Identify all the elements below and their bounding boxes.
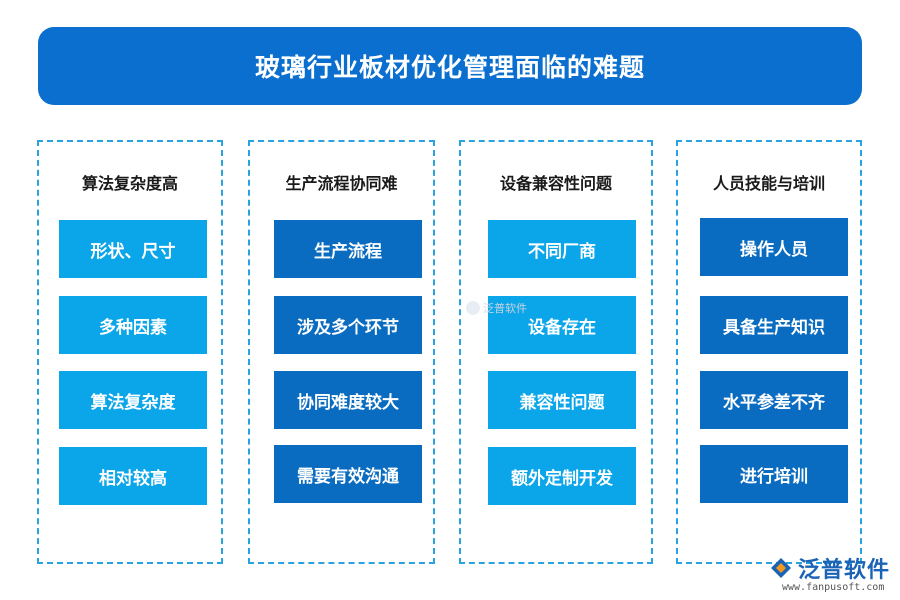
item-box: 水平参差不齐 bbox=[700, 371, 848, 429]
item-box: 生产流程 bbox=[274, 220, 422, 278]
brand-logo: 泛普软件 www.fanpusoft.com bbox=[768, 550, 894, 598]
item-box: 多种因素 bbox=[59, 296, 207, 354]
center-watermark: 泛普软件 bbox=[466, 300, 527, 316]
item-box: 不同厂商 bbox=[488, 220, 636, 278]
brand-url: www.fanpusoft.com bbox=[782, 582, 885, 593]
item-box: 兼容性问题 bbox=[488, 371, 636, 429]
item-box: 操作人员 bbox=[700, 218, 848, 276]
page-title: 玻璃行业板材优化管理面临的难题 bbox=[254, 53, 645, 82]
item-box: 额外定制开发 bbox=[488, 447, 636, 505]
item-box: 算法复杂度 bbox=[59, 371, 207, 429]
item-box: 进行培训 bbox=[700, 445, 848, 503]
column-staff-skills-training: 人员技能与培训 操作人员 具备生产知识 水平参差不齐 进行培训 bbox=[676, 140, 862, 564]
column-algorithm-complexity: 算法复杂度高 形状、尺寸 多种因素 算法复杂度 相对较高 bbox=[37, 140, 223, 564]
watermark-logo-icon bbox=[466, 301, 480, 315]
column-title: 算法复杂度高 bbox=[81, 174, 178, 193]
item-box: 设备存在 bbox=[488, 296, 636, 354]
watermark-text: 泛普软件 bbox=[483, 302, 527, 315]
column-production-coordination: 生产流程协同难 生产流程 涉及多个环节 协同难度较大 需要有效沟通 bbox=[248, 140, 435, 564]
item-box: 具备生产知识 bbox=[700, 296, 848, 354]
item-box: 涉及多个环节 bbox=[274, 296, 422, 354]
column-equipment-compatibility: 设备兼容性问题 不同厂商 设备存在 兼容性问题 额外定制开发 bbox=[459, 140, 653, 564]
column-title: 设备兼容性问题 bbox=[499, 174, 612, 193]
column-title: 人员技能与培训 bbox=[712, 174, 825, 193]
item-box: 形状、尺寸 bbox=[59, 220, 207, 278]
column-title: 生产流程协同难 bbox=[285, 174, 398, 193]
title-banner: 玻璃行业板材优化管理面临的难题 bbox=[38, 27, 862, 105]
item-box: 需要有效沟通 bbox=[274, 445, 422, 503]
brand-logo-icon bbox=[771, 558, 791, 578]
item-box: 协同难度较大 bbox=[274, 371, 422, 429]
brand-name: 泛普软件 bbox=[798, 558, 891, 583]
item-box: 相对较高 bbox=[59, 447, 207, 505]
